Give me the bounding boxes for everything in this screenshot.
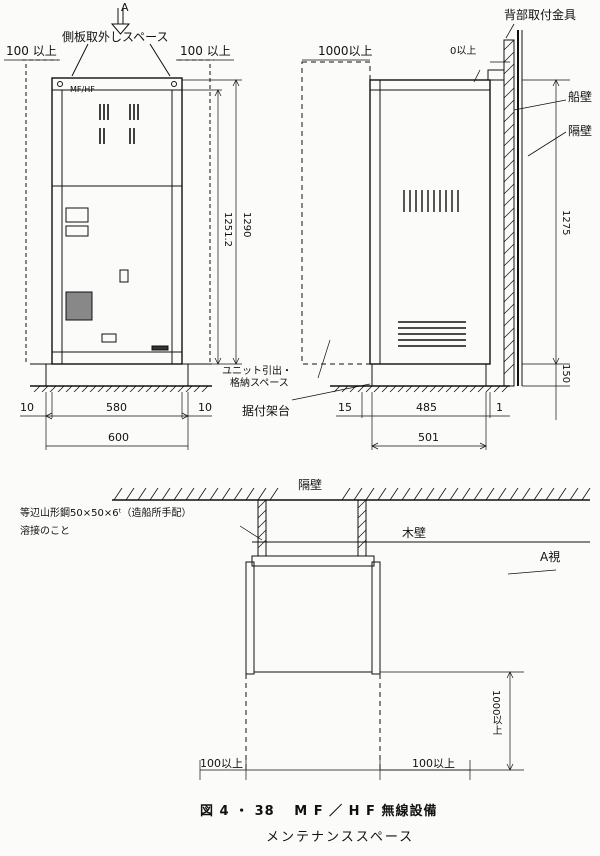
side-bottom-15-label: 15	[338, 401, 352, 414]
unit-space-label-1: ユニット引出・	[222, 366, 292, 377]
side-view	[291, 23, 570, 450]
unit-space-label-2: 格納スペース	[230, 378, 289, 389]
plan-left-clearance-label: 100以上	[200, 757, 243, 770]
view-arrow-a	[110, 8, 131, 35]
plan-right-clearance-label: 100以上	[412, 757, 455, 770]
back-bracket-label: 背部取付金具	[504, 8, 577, 22]
cabinet-nameplate: MF/HF	[70, 85, 95, 94]
plan-view	[112, 487, 591, 780]
figure-caption-title: 図 4 ・ 38 M F ／ H F 無線設備	[200, 804, 438, 819]
hull-wall-label: 船壁	[568, 90, 593, 104]
side-bottom-485-label: 485	[416, 401, 437, 414]
bottom-right-gap-label: 10	[198, 401, 212, 414]
wood-wall-label: 木壁	[402, 526, 427, 540]
side-bottom-1-label: 1	[496, 401, 503, 414]
outer-height-label: 1290	[241, 212, 252, 238]
weld-note-label: 溶接のこと	[20, 526, 70, 537]
front-clearance-label: 1000以上	[318, 44, 373, 58]
right-clearance-label: 100 以上	[180, 44, 231, 58]
front-view	[4, 43, 242, 450]
view-arrow-label: A	[121, 1, 129, 14]
plan-partition-label: 隔壁	[298, 478, 323, 492]
partition-label: 隔壁	[568, 124, 593, 138]
angle-steel-label: 等辺山形鋼50×50×6ᵗ（造船所手配）	[20, 508, 192, 519]
bottom-left-gap-label: 10	[20, 401, 34, 414]
plan-front-clearance-label: 1000以上	[490, 690, 501, 736]
base-frame-label: 据付架台	[242, 404, 291, 418]
front-total-width-label: 600	[108, 431, 129, 444]
wall-height-label: 1275	[560, 210, 571, 236]
figure-caption-subtitle: メンテナンススペース	[266, 830, 415, 845]
view-a-label: A視	[540, 550, 561, 564]
inner-height-label: 1251.2	[222, 212, 233, 247]
top-gap-label: 0以上	[450, 46, 477, 57]
side-total-width-label: 501	[418, 431, 439, 444]
side-panel-removal-label: 側板取外しスペース	[62, 30, 169, 44]
base-height-label: 150	[560, 364, 571, 384]
bottom-center-width-label: 580	[106, 401, 127, 414]
left-clearance-label: 100 以上	[6, 44, 57, 58]
